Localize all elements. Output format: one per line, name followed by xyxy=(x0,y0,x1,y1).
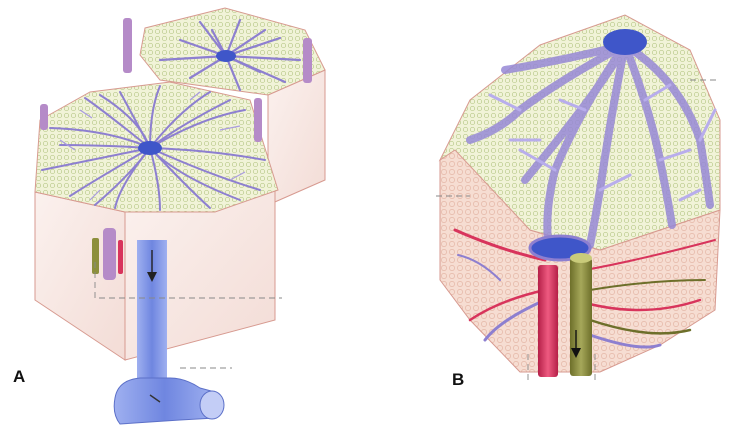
panel-b-diagram xyxy=(436,15,720,380)
panel-label-a: A xyxy=(13,367,25,387)
panel-label-b: B xyxy=(452,370,464,390)
panel-a-diagram xyxy=(35,8,325,424)
bile-duct-b xyxy=(570,258,592,376)
hepatic-artery-b xyxy=(538,265,558,377)
